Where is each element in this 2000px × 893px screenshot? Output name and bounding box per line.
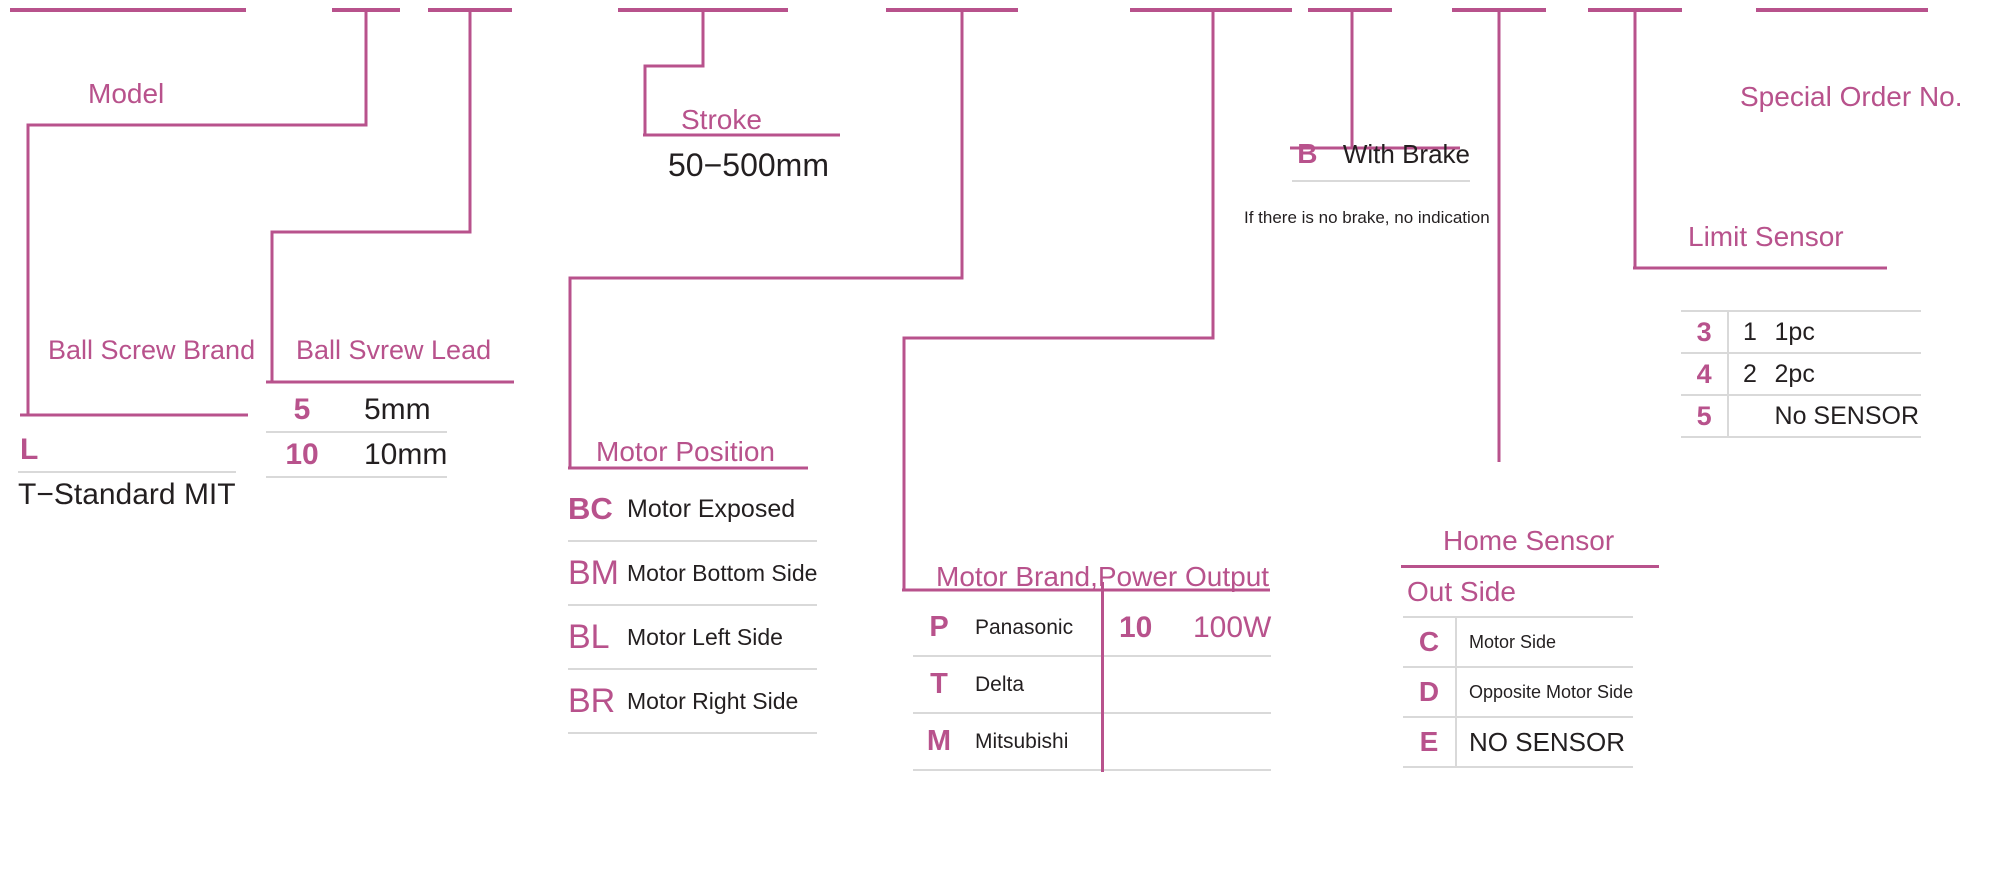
cell-desc: Opposite Motor Side: [1456, 667, 1634, 718]
cell-code: BR: [568, 669, 619, 734]
cell-code: B: [1292, 128, 1323, 182]
table-row[interactable]: 4 2 2pc: [1681, 353, 1921, 396]
cell-code: 5: [1681, 395, 1730, 438]
table-row[interactable]: 10 10mm: [266, 432, 448, 478]
stroke-title: Stroke: [681, 104, 762, 135]
stroke-value-wrap: 50−500mm: [668, 149, 829, 181]
home-sensor-rule: [1401, 565, 1659, 568]
table-motor-brand-power: P Panasonic 10 100W T Delta M Mitsubishi: [913, 582, 1273, 772]
cell-desc: Motor Bottom Side: [619, 541, 818, 606]
cell-power-code: [1105, 656, 1179, 714]
cell-code: E: [1403, 717, 1457, 768]
label-model: Model: [88, 80, 164, 108]
cell-desc: Motor Right Side: [619, 669, 818, 734]
table-row[interactable]: 5 5mm: [266, 388, 448, 433]
cell-desc: Motor Exposed: [619, 478, 818, 542]
cell-desc: Delta: [965, 656, 1105, 714]
cell-desc: With Brake: [1322, 128, 1470, 182]
table-row[interactable]: BL Motor Left Side: [568, 605, 818, 670]
cell-desc: No SENSOR: [1770, 395, 1921, 438]
label-stroke: Stroke: [681, 106, 762, 134]
cell-power-code: [1105, 713, 1179, 771]
table-row[interactable]: C Motor Side: [1403, 616, 1634, 668]
table-limit-sensor: 3 1 1pc 4 2 2pc 5 No SENSOR: [1681, 310, 1921, 438]
cell-desc: 1pc: [1770, 310, 1921, 354]
home-sensor-title: Home Sensor: [1443, 525, 1615, 556]
cell-code: P: [913, 600, 965, 657]
cell-power-desc: [1179, 656, 1272, 714]
home-sensor-subtitle: Out Side: [1407, 576, 1516, 607]
home-sensor-subtitle-wrap: Out Side: [1407, 578, 1516, 606]
cell-desc: Motor Left Side: [619, 605, 818, 670]
label-home-sensor: Home Sensor: [1443, 527, 1614, 555]
cell-code: M: [913, 713, 965, 771]
cell-power-code: 10: [1105, 600, 1179, 657]
table-row[interactable]: BR Motor Right Side: [568, 669, 818, 734]
table-ball-screw-lead: 5 5mm 10 10mm: [266, 388, 516, 478]
table-row[interactable]: P Panasonic 10 100W: [913, 600, 1272, 657]
table-row[interactable]: T−Standard MIT: [18, 472, 236, 516]
cell-count: 1: [1728, 310, 1771, 354]
cell-desc: 10mm: [338, 432, 448, 478]
cell-power-desc: 100W: [1179, 600, 1272, 657]
brand-power-divider: [1101, 582, 1104, 772]
table-row[interactable]: D Opposite Motor Side: [1403, 667, 1634, 718]
table-row[interactable]: E NO SENSOR: [1403, 717, 1634, 768]
cell-desc: 2pc: [1770, 353, 1921, 396]
label-motor-position: Motor Position: [596, 438, 775, 466]
cell-code: BM: [568, 541, 619, 606]
cell-desc: Motor Side: [1456, 616, 1634, 668]
cell-code: 3: [1681, 310, 1730, 354]
cell-code: C: [1403, 616, 1457, 668]
limit-sensor-title: Limit Sensor: [1688, 221, 1844, 252]
cell-desc: NO SENSOR: [1456, 717, 1634, 768]
cell-code: 10: [266, 432, 338, 478]
cell-desc: Panasonic: [965, 600, 1105, 657]
brake-note-wrap: If there is no brake, no indication: [1244, 209, 1490, 226]
table-motor-position: BC Motor Exposed BM Motor Bottom Side BL…: [568, 478, 818, 734]
cell-code: T: [913, 656, 965, 714]
cell-desc: Mitsubishi: [965, 713, 1105, 771]
model-title: Model: [88, 78, 165, 109]
table-brake: B With Brake: [1292, 128, 1470, 182]
table-row[interactable]: BC Motor Exposed: [568, 478, 818, 542]
cell-code: BL: [568, 605, 619, 670]
table-ball-screw-brand: L T−Standard MIT: [18, 428, 248, 516]
cell-code: 4: [1681, 353, 1730, 396]
cell-desc: 5mm: [338, 388, 448, 433]
label-special-order: Special Order No.: [1740, 83, 1963, 111]
table-row[interactable]: BM Motor Bottom Side: [568, 541, 818, 606]
cell-count: [1728, 395, 1771, 438]
cell-code: L: [18, 428, 50, 473]
cell-code: 5: [266, 388, 338, 433]
table-home-sensor: C Motor Side D Opposite Motor Side E NO …: [1403, 616, 1653, 768]
cell-count: 2: [1728, 353, 1771, 396]
label-limit-sensor: Limit Sensor: [1688, 223, 1844, 251]
table-row[interactable]: B With Brake: [1292, 128, 1470, 182]
special-order-title: Special Order No.: [1740, 81, 1963, 112]
cell-desc: [50, 428, 236, 473]
cell-code: BC: [568, 478, 619, 542]
label-ball-screw-brand: Ball Screw Brand: [48, 337, 255, 364]
cell-code: D: [1403, 667, 1457, 718]
label-ball-screw-lead: Ball Svrew Lead: [296, 337, 491, 364]
ball-screw-lead-title: Ball Svrew Lead: [296, 335, 492, 365]
cell-power-desc: [1179, 713, 1272, 771]
stroke-value: 50−500mm: [668, 147, 829, 183]
ball-screw-brand-title: Ball Screw Brand: [48, 335, 256, 365]
motor-position-title: Motor Position: [596, 436, 775, 467]
table-row[interactable]: 3 1 1pc: [1681, 310, 1921, 354]
table-row[interactable]: T Delta: [913, 656, 1272, 714]
table-row[interactable]: 5 No SENSOR: [1681, 395, 1921, 438]
table-row[interactable]: M Mitsubishi: [913, 713, 1272, 771]
cell-desc: T−Standard MIT: [18, 477, 236, 511]
table-row[interactable]: L: [18, 428, 236, 473]
brake-note: If there is no brake, no indication: [1244, 208, 1490, 227]
